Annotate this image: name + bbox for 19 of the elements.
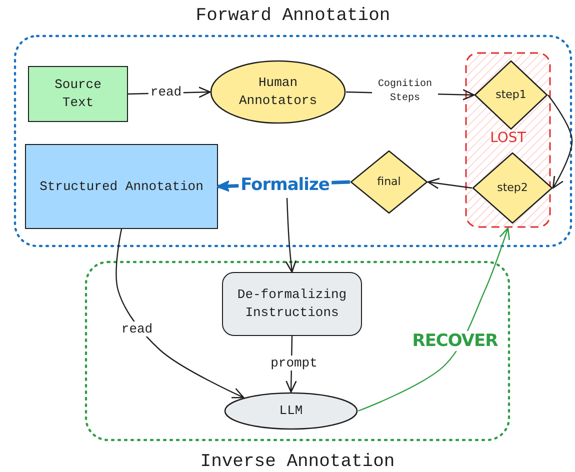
actor-ellipse: Human Annotators [210,60,346,124]
step-diamond: step2 [472,152,553,224]
instructions-box: De-formalizing Instructions [222,272,362,336]
final-diamond: final [350,150,428,214]
llm-ellipse: LLM [224,392,358,430]
annotation-region [14,4,572,247]
lost-region [465,52,551,228]
edge-label: prompt [268,356,320,370]
arrow [358,227,510,412]
section-title: Inverse Annotation [199,452,396,472]
arrow [548,94,573,189]
section-title: Forward Annotation [194,6,392,26]
process-box: Source Text [28,66,128,122]
arrow [427,178,472,190]
lost-label: LOST [489,130,527,146]
annotation-box: Structured Annotation [25,144,218,229]
step-diamond: step1 [474,60,548,130]
arrow [116,228,244,398]
arrow [285,198,296,273]
